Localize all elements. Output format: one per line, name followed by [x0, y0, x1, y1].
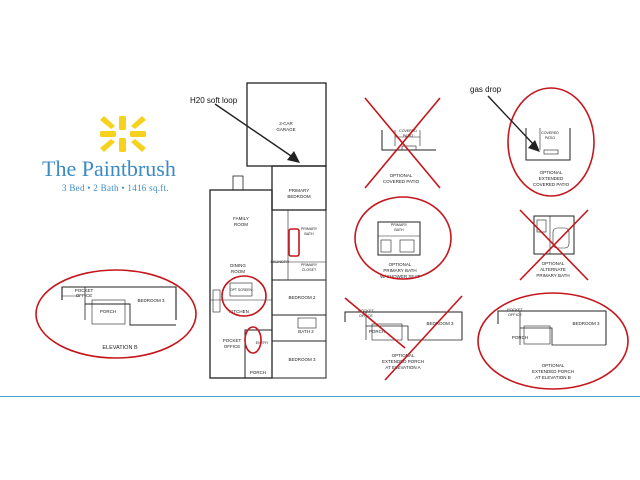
opt-covered-patio-plan-label: COVERED	[399, 129, 417, 133]
option-ext-porch-a-plan	[344, 311, 463, 341]
island-label: OPT SCREEN	[230, 288, 253, 292]
primary-bedroom-label-2: BEDROOM	[287, 194, 311, 199]
option-alt-bath-plan	[533, 215, 575, 255]
opt-ext-patio-plan-label-2: PATIO	[545, 136, 555, 140]
red-markup	[35, 87, 629, 390]
opt-alt-bath-caption-3: PRIMARY BATH	[536, 273, 569, 278]
soft-loop-arrowhead	[287, 151, 300, 163]
opt-alt-bath-caption-2: ALTERNATE	[540, 267, 566, 272]
opt-porch-b-caption-2: EXTENDED PORCH	[532, 369, 574, 374]
opt-porch-b-caption-3: AT ELEVATION B	[535, 375, 570, 380]
entry-label: ENTRY	[256, 341, 269, 345]
opt-porch-b-caption: OPTIONAL	[542, 363, 565, 368]
opt-porch-a-caption-3: AT ELEVATION A	[385, 365, 420, 370]
markup-circle-shower-seat	[354, 196, 452, 280]
closet-label-2: CLOSET	[302, 268, 317, 272]
pocket-office-label-2: OFFICE	[224, 344, 241, 349]
closet-label: PRIMARY	[301, 263, 318, 267]
opt-covered-patio-caption-2: COVERED PATIO	[383, 179, 420, 184]
opt-porch-b-office-label-2: OFFICE	[508, 313, 522, 317]
elev-b-office-label-2: OFFICE	[76, 293, 93, 298]
bedroom2-label: BEDROOM 2	[288, 295, 316, 300]
porch-label: PORCH	[250, 370, 266, 375]
opt-porch-a-caption: OPTIONAL	[392, 353, 415, 358]
opt-shower-seat-plan-label-2: BATH	[394, 228, 404, 232]
bath2-label: BATH 2	[298, 329, 314, 334]
option-ext-porch-b-plan	[497, 310, 607, 346]
opt-shower-seat-caption-3: W/ SHOWER SEAT	[380, 274, 420, 279]
primary-bath-label: PRIMARY	[301, 227, 318, 231]
dining-room-label: DINING	[230, 263, 246, 268]
markup-cross-porch-a-2	[344, 297, 406, 349]
elev-b-porch-label: PORCH	[100, 309, 116, 314]
plan-name: The Paintbrush	[42, 156, 176, 181]
opt-porch-a-bedroom3-label: BEDROOM 3	[426, 321, 454, 326]
soft-loop-annotation: H20 soft loop	[190, 96, 238, 105]
family-room-label: FAMILY	[233, 216, 249, 221]
markup-box-bath	[288, 228, 300, 257]
opt-porch-a-porch-label: PORCH	[369, 329, 385, 334]
option-extended-patio-plan	[525, 128, 571, 161]
elevation-b-plan	[61, 286, 177, 326]
footer-rule	[0, 396, 640, 397]
garage-label-2: GARAGE	[276, 127, 295, 132]
markup-cross-patio-2	[364, 97, 441, 189]
opt-ext-patio-caption-2: EXTENDED	[539, 176, 564, 181]
bedroom3-label: BEDROOM 3	[288, 357, 316, 362]
markup-circle-island	[221, 275, 267, 317]
elev-b-office-label: POCKET	[75, 288, 94, 293]
laundry-label: LAUNDRY	[270, 259, 289, 264]
markup-cross-bath-2	[519, 209, 589, 281]
dining-room-label-2: ROOM	[231, 269, 245, 274]
elev-b-caption: ELEVATION B	[102, 345, 138, 351]
opt-alt-bath-caption: OPTIONAL	[542, 261, 565, 266]
pocket-office-label: POCKET	[223, 338, 242, 343]
plan-subtitle: 3 Bed • 2 Bath • 1416 sq.ft.	[62, 183, 169, 193]
opt-shower-seat-caption-2: PRIMARY BATH	[383, 268, 416, 273]
annotation-arrows	[214, 95, 540, 163]
option-covered-patio-plan	[381, 130, 436, 151]
opt-ext-patio-caption-3: COVERED PATIO	[533, 182, 570, 187]
option-shower-seat-plan	[377, 221, 421, 256]
paintbrush-logo	[100, 116, 146, 152]
opt-ext-patio-caption: OPTIONAL	[540, 170, 563, 175]
markup-circle-elevation-b	[35, 269, 197, 359]
garage-label: 2-CAR	[279, 121, 293, 126]
opt-porch-b-office-label: POCKET	[507, 308, 523, 312]
gas-drop-arrow-line	[487, 95, 536, 147]
soft-loop-arrow-line	[214, 103, 295, 159]
main-floor-plan	[209, 82, 327, 379]
markup-circle-entry	[244, 326, 262, 354]
opt-ext-patio-plan-label: COVERED	[541, 131, 559, 135]
markup-circle-extended-patio	[507, 87, 595, 197]
opt-porch-b-bedroom3-label: BEDROOM 3	[572, 321, 600, 326]
opt-shower-seat-caption: OPTIONAL	[389, 262, 412, 267]
family-room-label-2: ROOM	[234, 222, 248, 227]
primary-bath-label-2: BATH	[304, 232, 314, 236]
markup-cross-porch-a-1	[384, 295, 463, 381]
opt-shower-seat-plan-label: PRIMARY	[391, 223, 408, 227]
opt-covered-patio-caption: OPTIONAL	[390, 173, 413, 178]
markup-circle-porch-b	[477, 292, 629, 390]
opt-porch-a-office-label: POCKET	[358, 309, 374, 313]
opt-porch-b-porch-label: PORCH	[512, 335, 528, 340]
primary-bedroom-label: PRIMARY	[289, 188, 309, 193]
gas-drop-annotation: gas drop	[470, 85, 502, 94]
kitchen-label: KITCHEN	[229, 309, 249, 314]
gas-drop-arrowhead	[528, 140, 540, 152]
elev-b-bedroom3-label: BEDROOM 3	[137, 298, 165, 303]
